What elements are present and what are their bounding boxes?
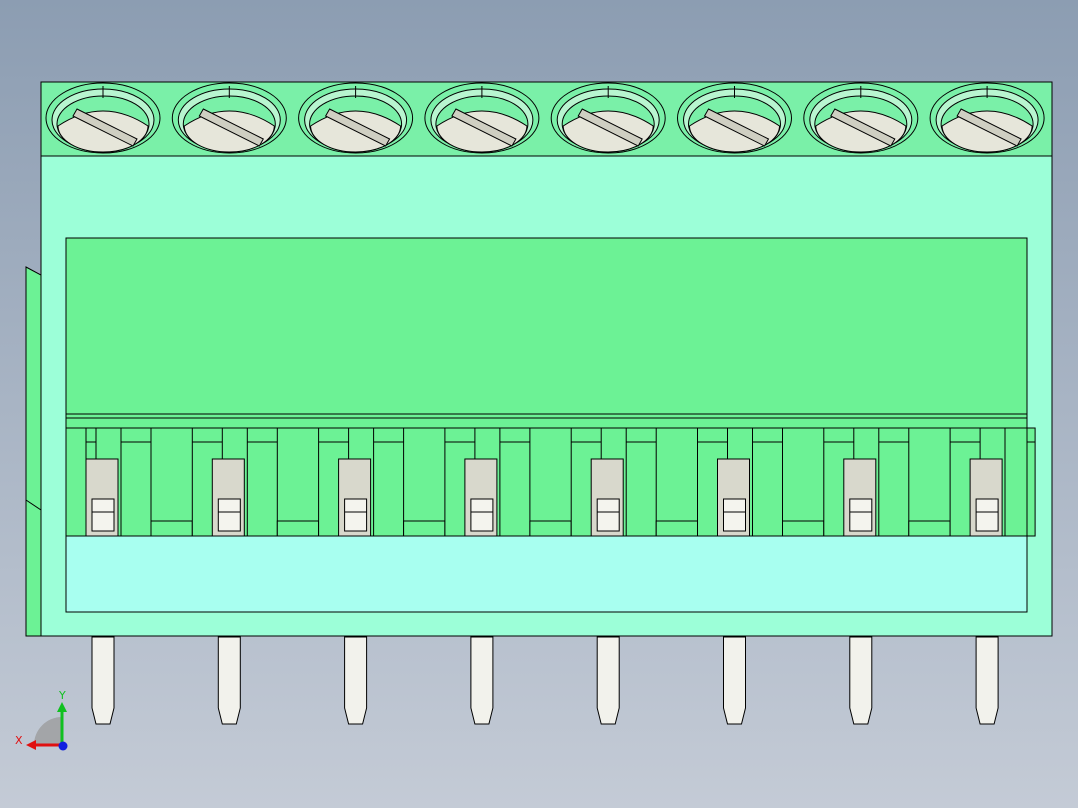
y-axis-label: Y xyxy=(58,689,66,702)
solder-pin xyxy=(470,636,494,725)
pole-bridge xyxy=(782,520,825,537)
side-flange-edge xyxy=(25,499,42,511)
pole-bridge xyxy=(655,520,699,537)
solder-pin xyxy=(723,636,746,725)
pole-bridge xyxy=(908,520,951,537)
clamp-window xyxy=(470,498,494,532)
screw-slot xyxy=(956,108,1022,147)
screw-slot xyxy=(577,108,643,147)
x-axis-arrowhead xyxy=(26,740,36,750)
screw-slot xyxy=(72,108,138,147)
pole-bridge xyxy=(150,520,193,537)
comb-tooth-right xyxy=(373,427,405,537)
solder-pin xyxy=(344,636,368,725)
solder-pin xyxy=(849,636,873,725)
pole-bridge xyxy=(276,520,320,537)
y-axis-arrowhead xyxy=(57,702,67,712)
screw-slot xyxy=(703,108,770,147)
solder-pin xyxy=(91,636,115,725)
solder-pin xyxy=(596,636,620,725)
comb-tooth-right xyxy=(752,427,783,537)
comb-end-left xyxy=(65,427,87,537)
clamp-window xyxy=(723,498,746,532)
comb-tooth-right xyxy=(120,427,152,537)
coordinate-triad: Y X xyxy=(15,689,68,751)
clamp-window xyxy=(344,498,368,532)
solder-pin xyxy=(975,636,999,725)
comb-tooth-right xyxy=(878,427,910,537)
triad-quadrant xyxy=(34,717,62,745)
clamp-window xyxy=(596,498,620,532)
clamp-window xyxy=(975,498,999,532)
pole-bridge xyxy=(529,520,572,537)
clamp-window xyxy=(217,498,241,532)
side-flange xyxy=(25,266,42,637)
clamp-window xyxy=(849,498,873,532)
solder-pin xyxy=(217,636,241,725)
x-axis-label: X xyxy=(15,734,23,747)
screw-slot xyxy=(324,108,391,147)
bottom-band xyxy=(65,535,1028,613)
comb-tooth-right xyxy=(246,427,278,537)
terminal-block[interactable] xyxy=(25,81,1053,725)
comb-tooth-right xyxy=(499,427,531,537)
pole-bridge xyxy=(403,520,446,537)
screw-slot xyxy=(830,108,896,147)
screw-slot xyxy=(198,108,264,147)
z-axis-dot xyxy=(58,741,68,751)
comb-end-right xyxy=(1004,427,1028,537)
screw-slot xyxy=(451,108,517,147)
clamp-window xyxy=(91,498,115,532)
comb-tooth-right xyxy=(625,427,657,537)
